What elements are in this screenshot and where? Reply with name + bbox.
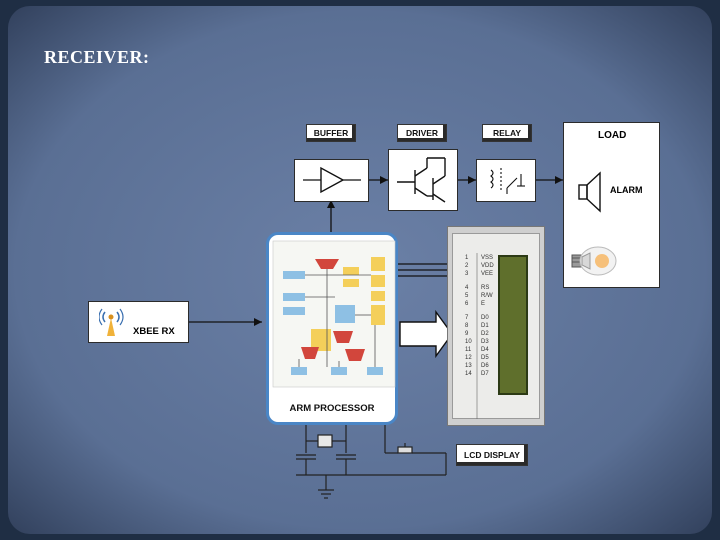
transistor-icon	[397, 157, 446, 203]
lcd-screen	[498, 255, 528, 395]
xbee-rx-label: XBEE RX	[133, 326, 175, 337]
lcd-pin-number: 10	[465, 339, 472, 345]
wireless-antenna-icon	[99, 308, 124, 336]
lcd-pin-number: 1	[465, 255, 469, 261]
lcd-pin-number: 4	[465, 285, 469, 291]
lcd-pin-number: 8	[465, 323, 469, 329]
wire-arrowhead	[380, 176, 388, 184]
relay-block	[476, 159, 536, 202]
arm-processor-block: ARM PROCESSOR	[266, 232, 398, 425]
lcd-pin-number: 2	[465, 263, 469, 269]
xbee-rx-block: XBEE RX	[88, 301, 189, 343]
wire-arrowhead	[555, 176, 563, 184]
lcd-pin-name: D1	[481, 323, 489, 329]
data-bus-arrow	[399, 309, 453, 359]
driver-block	[388, 149, 458, 211]
arm-processor-label: ARM PROCESSOR	[289, 403, 375, 414]
processor-block-diagram	[272, 240, 396, 388]
lcd-pin-name: D7	[481, 371, 489, 377]
lcd-pin-name: VEE	[481, 271, 493, 277]
lcd-pin-number: 11	[465, 347, 472, 353]
wire-arrowhead	[468, 176, 476, 184]
lcd-pin-number: 12	[465, 355, 472, 361]
lcd-display-label: LCD DISPLAY	[456, 444, 528, 466]
lcd-pin-name: VDD	[481, 263, 494, 269]
lcd-pin-name: R/W	[481, 293, 493, 299]
lcd-pin-number: 3	[465, 271, 469, 277]
lcd-pin-name: VSS	[481, 255, 493, 261]
bulb-icon	[571, 246, 617, 276]
lcd-pin-number: 14	[465, 371, 472, 377]
lcd-pin-name: D4	[481, 347, 489, 353]
lcd-pin-number: 9	[465, 331, 469, 337]
buffer-amplifier-icon	[303, 166, 361, 194]
buffer-block	[294, 159, 369, 202]
driver-label: DRIVER	[397, 124, 447, 142]
slide-title: RECEIVER:	[44, 47, 150, 67]
relay-label: RELAY	[482, 124, 532, 142]
buffer-label: BUFFER	[306, 124, 356, 142]
lcd-pin-number: 5	[465, 293, 469, 299]
lcd-pin-number: 13	[465, 363, 472, 369]
lcd-pin-name: D5	[481, 355, 489, 361]
relay-coil-icon	[490, 168, 525, 194]
lcd-pin-name: D6	[481, 363, 489, 369]
lcd-pin-name: RS	[481, 285, 489, 291]
wire-arrowhead	[254, 318, 262, 326]
control-lines	[398, 263, 452, 277]
load-block: LOAD ALARM	[563, 122, 660, 288]
lcd-pin-name: D2	[481, 331, 489, 337]
speaker-icon	[578, 171, 601, 213]
alarm-label: ALARM	[610, 185, 643, 195]
lcd-pin-name: E	[481, 301, 485, 307]
lcd-pin-number: 6	[465, 301, 469, 307]
crystal-circuit	[296, 425, 447, 499]
lcd-pin-name: D0	[481, 315, 489, 321]
wire-arrowhead	[327, 200, 335, 208]
load-label: LOAD	[598, 130, 627, 141]
lcd-pin-number: 7	[465, 315, 469, 321]
lcd-pin-name: D3	[481, 339, 489, 345]
